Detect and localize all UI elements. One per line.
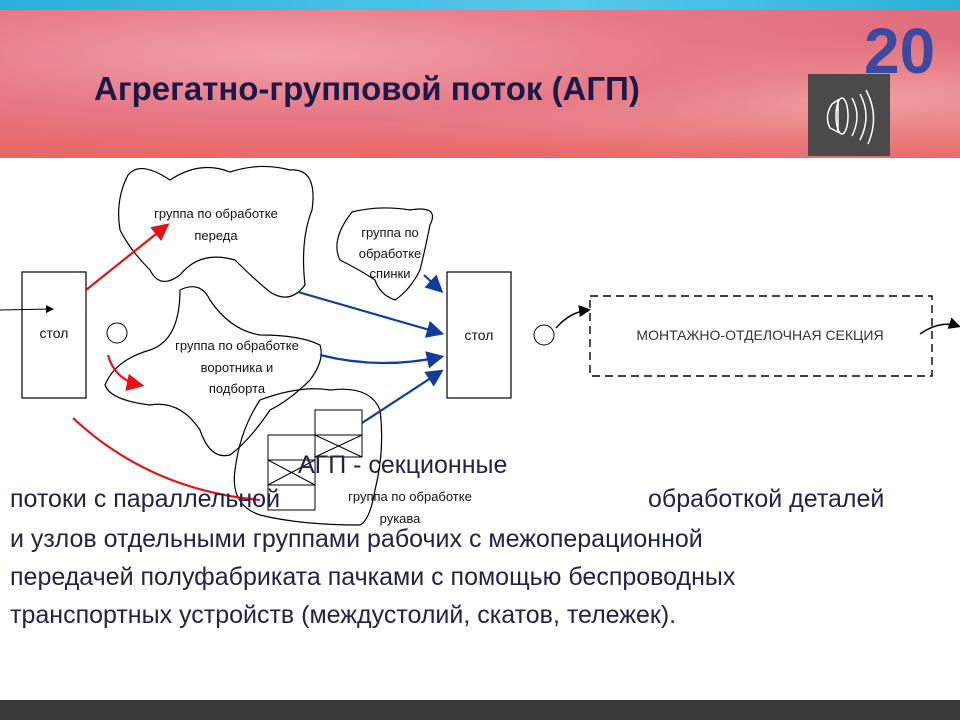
cloud-sleeve-group (233, 388, 383, 526)
collar-group-label-3: подборта (209, 381, 266, 396)
black-arrow-to-section (555, 305, 591, 329)
red-arrow-front (85, 223, 170, 291)
speaker-icon[interactable] (808, 74, 890, 156)
front-group-label-1: группа по обработке (154, 206, 278, 221)
red-arrow-sleeve (72, 417, 261, 502)
top-accent-strip (0, 0, 960, 10)
sleeve-group-label-1: группа по обработке (348, 489, 472, 504)
collar-group-label-1: группа по обработке (175, 338, 299, 353)
table-right (446, 271, 512, 399)
body-line-1: АГП - секционные (298, 451, 508, 479)
body-line-3: и узлов отдельными группами рабочих с ме… (10, 525, 703, 553)
blue-arrow-sleeve (361, 369, 444, 424)
assembly-section-label: МОНТАЖНО-ОТДЕЛОЧНАЯ СЕКЦИЯ (636, 327, 883, 343)
table-left (21, 271, 87, 399)
black-arrow-in (0, 305, 54, 314)
slide-header (0, 10, 960, 158)
flow-diagram: стол стол группа по обработке переда гру… (0, 165, 960, 526)
back-group-label-3: спинки (370, 266, 411, 281)
bottom-bar (0, 700, 960, 720)
collar-group-label-2: воротника и (201, 360, 274, 375)
body-line-2b: обработкой деталей (648, 485, 885, 513)
back-group-label-2: обработке (359, 246, 422, 261)
front-group-label-2: переда (194, 228, 238, 243)
cart-circle-left (106, 322, 128, 344)
back-group-label-1: группа по (361, 225, 419, 240)
cloud-back-group (336, 207, 434, 301)
slide-title: Агрегатно-групповой поток (АГП) (94, 70, 640, 107)
body-line-5: транспортных устройств (междустолий, ска… (10, 601, 677, 629)
red-arrow-collar (106, 354, 145, 392)
body-line-4: передачей полуфабриката пачками с помощь… (10, 563, 736, 591)
blue-arrow-collar (319, 351, 445, 369)
assembly-section-box (589, 295, 933, 377)
blue-arrow-back (423, 274, 444, 294)
blue-arrow-front (297, 290, 445, 338)
cloud-collar-group (104, 286, 322, 457)
cart-circle-right (533, 324, 555, 346)
sleeve-group-label-2: рукава (380, 511, 422, 526)
body-line-2a: потоки с параллельной (10, 485, 281, 513)
cloud-front-group (118, 165, 314, 298)
black-arrow-out (919, 317, 960, 335)
table-right-label: стол (465, 327, 494, 343)
table-left-label: стол (40, 325, 69, 341)
